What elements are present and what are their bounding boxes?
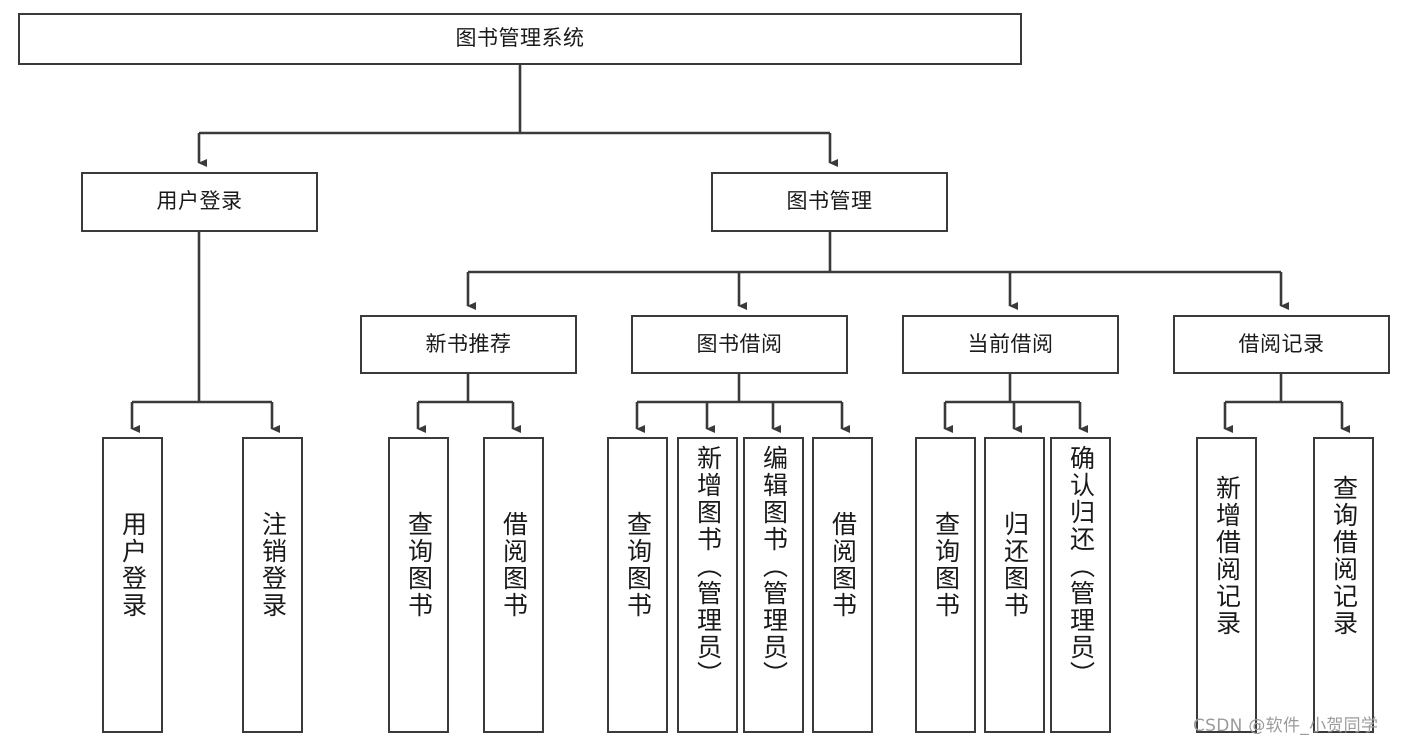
leaf-confirm-return[interactable]: 确认归还（管理员） bbox=[1050, 437, 1111, 733]
connector-group-borrow-record bbox=[1223, 374, 1350, 433]
connector-group-root bbox=[197, 65, 838, 167]
node-label: 确认归还（管理员） bbox=[1066, 445, 1096, 688]
leaf-edit-book[interactable]: 编辑图书（管理员） bbox=[743, 437, 804, 733]
node-label: 查询图书 bbox=[931, 511, 961, 619]
node-new-book-rec[interactable]: 新书推荐 bbox=[360, 315, 577, 374]
node-label: 图书管理 bbox=[786, 189, 873, 214]
node-label: 归还图书 bbox=[1000, 511, 1030, 619]
node-label: 借阅记录 bbox=[1238, 331, 1325, 356]
watermark-text: CSDN @软件_小贺同学 bbox=[1193, 716, 1379, 736]
node-book-borrow[interactable]: 图书借阅 bbox=[631, 315, 848, 374]
node-label: 借阅图书 bbox=[828, 511, 858, 619]
node-label: 查询借阅记录 bbox=[1329, 475, 1359, 637]
node-label: 新增借阅记录 bbox=[1212, 475, 1242, 637]
leaf-borrow-book-1[interactable]: 借阅图书 bbox=[483, 437, 544, 733]
connector-group-book-manage bbox=[466, 232, 1289, 310]
leaf-borrow-book-2[interactable]: 借阅图书 bbox=[812, 437, 873, 733]
leaf-add-record[interactable]: 新增借阅记录 bbox=[1196, 437, 1257, 733]
connector-group-new-book-rec bbox=[416, 374, 521, 433]
node-root-system[interactable]: 图书管理系统 bbox=[18, 13, 1022, 65]
node-user-login[interactable]: 用户登录 bbox=[81, 172, 318, 232]
node-current-borrow[interactable]: 当前借阅 bbox=[902, 315, 1119, 374]
node-label: 查询图书 bbox=[404, 511, 434, 619]
node-label: 注销登录 bbox=[258, 511, 288, 619]
leaf-query-book-3[interactable]: 查询图书 bbox=[915, 437, 976, 733]
node-book-manage[interactable]: 图书管理 bbox=[711, 172, 948, 232]
node-label: 用户登录 bbox=[118, 511, 148, 619]
node-borrow-record[interactable]: 借阅记录 bbox=[1173, 315, 1390, 374]
leaf-query-book-1[interactable]: 查询图书 bbox=[388, 437, 449, 733]
node-label: 借阅图书 bbox=[499, 511, 529, 619]
node-label: 编辑图书（管理员） bbox=[759, 445, 789, 688]
leaf-user-login[interactable]: 用户登录 bbox=[102, 437, 163, 733]
node-label: 当前借阅 bbox=[967, 331, 1054, 356]
connector-group-book-borrow bbox=[635, 374, 850, 433]
leaf-user-logout[interactable]: 注销登录 bbox=[242, 437, 303, 733]
node-label: 新书推荐 bbox=[425, 331, 512, 356]
connector-group-current-borrow bbox=[943, 374, 1088, 433]
leaf-add-book[interactable]: 新增图书（管理员） bbox=[677, 437, 738, 733]
connector-group-user-login bbox=[130, 232, 280, 433]
node-label: 图书管理系统 bbox=[455, 26, 585, 51]
node-label: 新增图书（管理员） bbox=[693, 445, 723, 688]
node-label: 查询图书 bbox=[623, 511, 653, 619]
leaf-query-book-2[interactable]: 查询图书 bbox=[607, 437, 668, 733]
node-label: 用户登录 bbox=[156, 189, 243, 214]
node-label: 图书借阅 bbox=[696, 331, 783, 356]
leaf-return-book[interactable]: 归还图书 bbox=[984, 437, 1045, 733]
leaf-query-record[interactable]: 查询借阅记录 bbox=[1313, 437, 1374, 733]
